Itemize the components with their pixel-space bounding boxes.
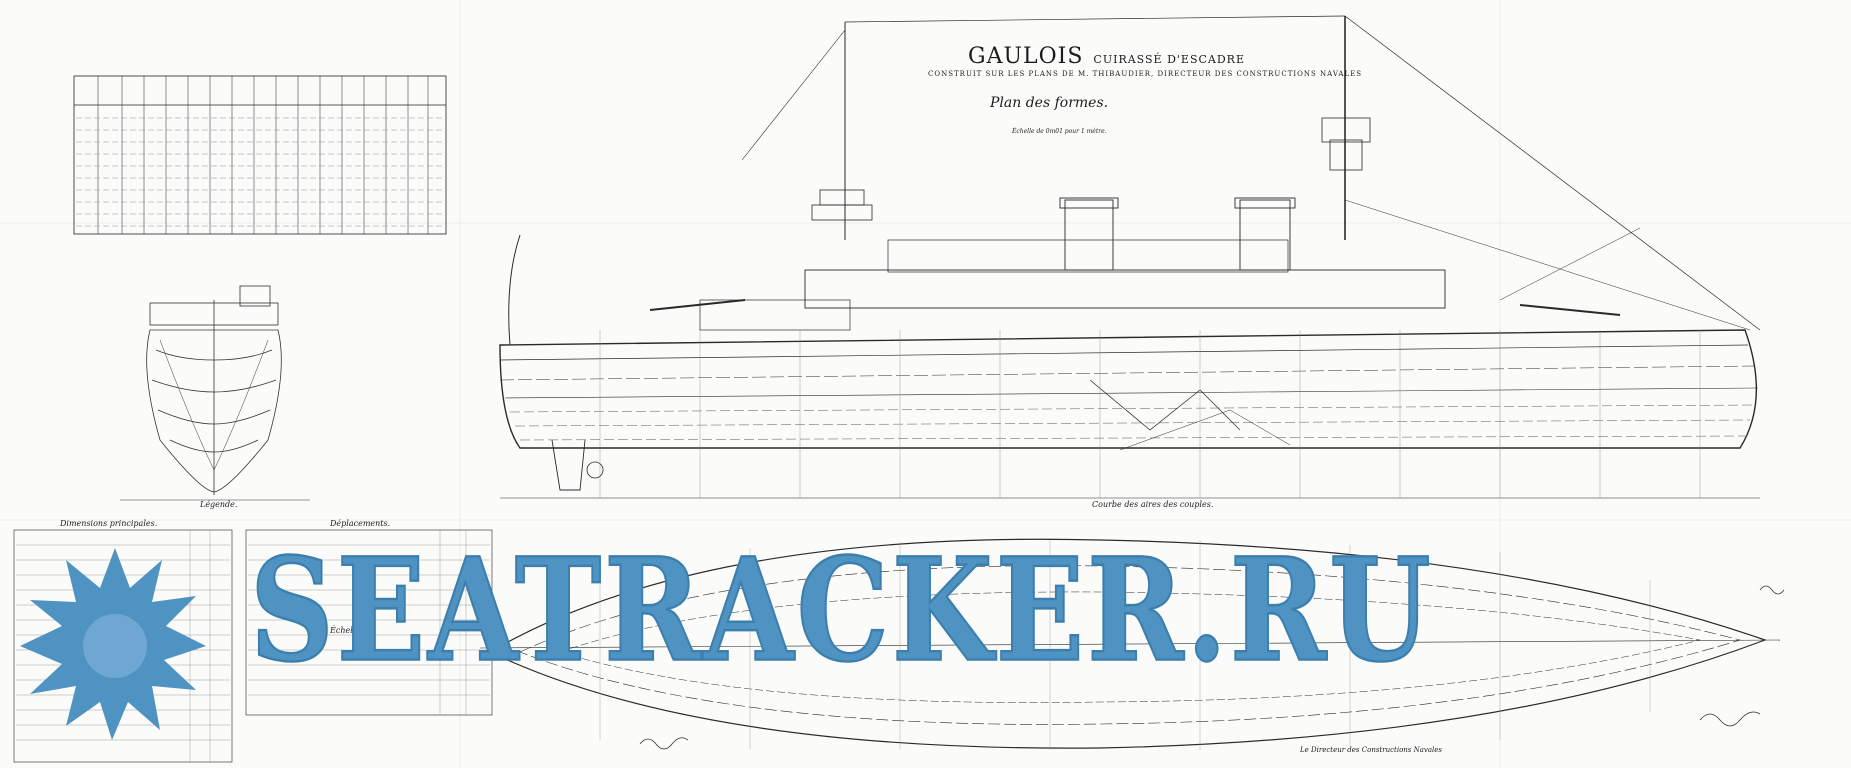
signature-note: Le Directeur des Constructions Navales xyxy=(1300,746,1443,754)
watermark-starburst xyxy=(20,548,206,740)
plan-title: Plan des formes. xyxy=(990,95,1109,111)
ship-name: GAULOIS xyxy=(968,44,1084,69)
body-plan-section xyxy=(120,285,310,501)
ship-type: CUIRASSÉ D'ESCADRE xyxy=(1093,53,1245,66)
scale-note: Échelle de 0m01 pour 1 mètre. xyxy=(1012,128,1107,135)
constructor-line: CONSTRUIT SUR LES PLANS DE M. THIBAUDIER… xyxy=(928,70,1363,78)
half-breadth-plan xyxy=(479,538,1781,750)
ship-profile xyxy=(499,15,1761,499)
top-left-table xyxy=(73,75,447,235)
section-caption: Légende. xyxy=(200,500,238,509)
bottom-left-tables xyxy=(13,529,493,763)
lower-caption: Échelle. xyxy=(330,626,363,635)
right-table-caption: Déplacements. xyxy=(330,519,391,528)
drawing-title: GAULOIS CUIRASSÉ D'ESCADRE xyxy=(968,44,1245,69)
signatures xyxy=(639,585,1785,750)
left-table-caption: Dimensions principales. xyxy=(60,519,158,528)
waterline-caption: Courbe des aires des couples. xyxy=(1092,500,1214,509)
watermark-text: SEATRACKER.RU xyxy=(249,527,1434,694)
